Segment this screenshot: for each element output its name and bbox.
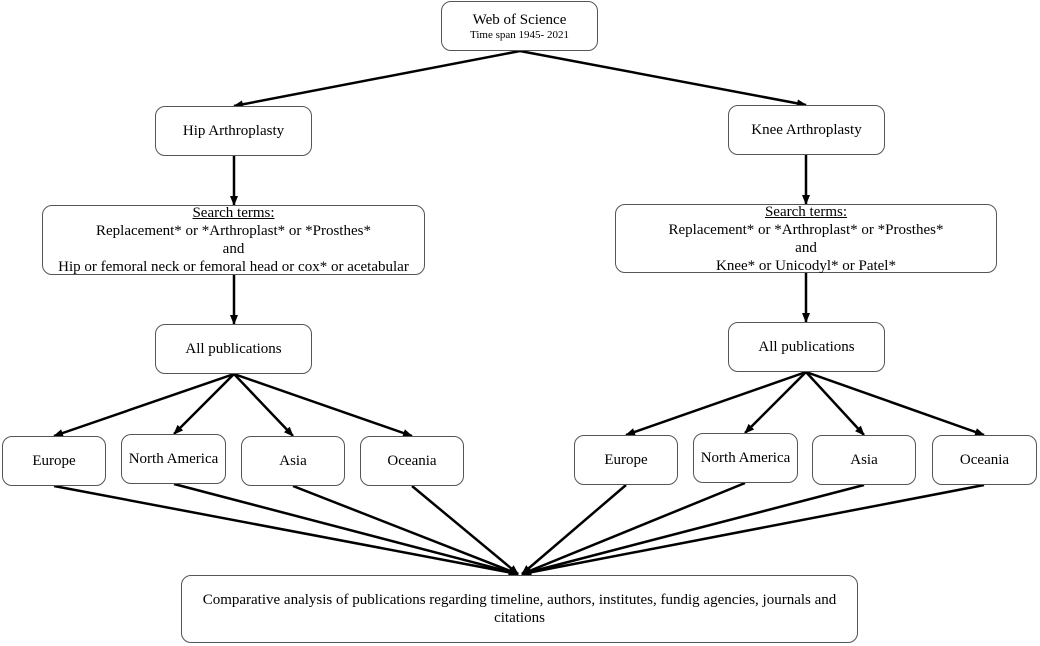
hip-search-terms-box: Search terms: Replacement* or *Arthropla… <box>42 205 425 275</box>
hip-region-europe: Europe <box>2 436 106 486</box>
arrow-source-to-knee <box>519 49 807 108</box>
comparative-analysis-text: Comparative analysis of publications reg… <box>202 592 837 626</box>
arrow-hip-europe <box>53 372 235 438</box>
knee-region-asia: Asia <box>812 435 916 485</box>
knee-all-publications-box: All publications <box>728 322 885 372</box>
knee-title: Knee Arthroplasty <box>751 122 862 138</box>
hip-all-publications: All publications <box>185 341 282 357</box>
knee-region-europe: Europe <box>574 435 678 485</box>
knee-search-and: and <box>795 239 817 256</box>
hip-title: Hip Arthroplasty <box>182 123 285 139</box>
source-title: Web of Science <box>472 11 567 28</box>
arrow-hip-oceania <box>233 372 413 438</box>
hip-region-north-america: North America <box>121 434 226 484</box>
source-subtitle: Time span 1945- 2021 <box>470 28 569 41</box>
knee-all-publications: All publications <box>758 339 855 355</box>
knee-region-north-america: North America <box>693 433 798 483</box>
arrow-knee-oceania <box>805 370 985 437</box>
arrow-conv-2 <box>173 482 519 576</box>
knee-search-terms-box: Search terms: Replacement* or *Arthropla… <box>615 203 997 274</box>
arrow-conv-7 <box>521 483 865 576</box>
arrow-knee-north-america <box>744 371 807 434</box>
knee-region-oceania-label: Oceania <box>959 452 1010 468</box>
knee-search-line2: Knee* or Unicodyl* or Patel* <box>716 257 896 274</box>
hip-region-oceania: Oceania <box>360 436 464 486</box>
hip-region-asia-label: Asia <box>279 453 307 469</box>
hip-region-asia: Asia <box>241 436 345 486</box>
arrow-conv-8 <box>521 483 985 577</box>
hip-arthroplasty-box: Hip Arthroplasty <box>155 106 312 156</box>
hip-search-heading: Search terms: <box>192 205 275 221</box>
knee-region-europe-label: Europe <box>604 452 648 468</box>
arrow-conv-4 <box>411 485 519 575</box>
hip-all-publications-box: All publications <box>155 324 312 374</box>
hip-region-north-america-label: North America <box>128 451 219 467</box>
hip-search-and: and <box>222 241 245 257</box>
hip-region-europe-label: Europe <box>32 453 76 469</box>
hip-search-line1: Replacement* or *Arthroplast* or *Prosth… <box>96 223 371 239</box>
arrow-hip-asia <box>233 373 294 437</box>
knee-search-line1: Replacement* or *Arthroplast* or *Prosth… <box>668 221 944 238</box>
arrow-knee-asia <box>805 371 865 436</box>
comparative-analysis-box: Comparative analysis of publications reg… <box>181 575 858 643</box>
knee-arthroplasty-box: Knee Arthroplasty <box>728 105 885 155</box>
hip-search-line2: Hip or femoral neck or femoral head or c… <box>58 259 409 275</box>
knee-region-north-america-label: North America <box>700 450 791 466</box>
hip-region-oceania-label: Oceania <box>387 453 437 469</box>
source-box: Web of Science Time span 1945- 2021 <box>441 1 598 51</box>
arrow-source-to-hip <box>233 49 521 109</box>
arrow-hip-north-america <box>173 373 235 435</box>
arrow-conv-5 <box>521 484 627 575</box>
knee-region-oceania: Oceania <box>932 435 1037 485</box>
arrow-conv-1 <box>53 484 519 577</box>
arrow-conv-3 <box>292 484 519 576</box>
arrow-conv-6 <box>521 481 746 576</box>
arrow-knee-europe <box>625 370 807 437</box>
knee-region-asia-label: Asia <box>850 452 878 468</box>
knee-search-heading: Search terms: <box>764 203 848 220</box>
